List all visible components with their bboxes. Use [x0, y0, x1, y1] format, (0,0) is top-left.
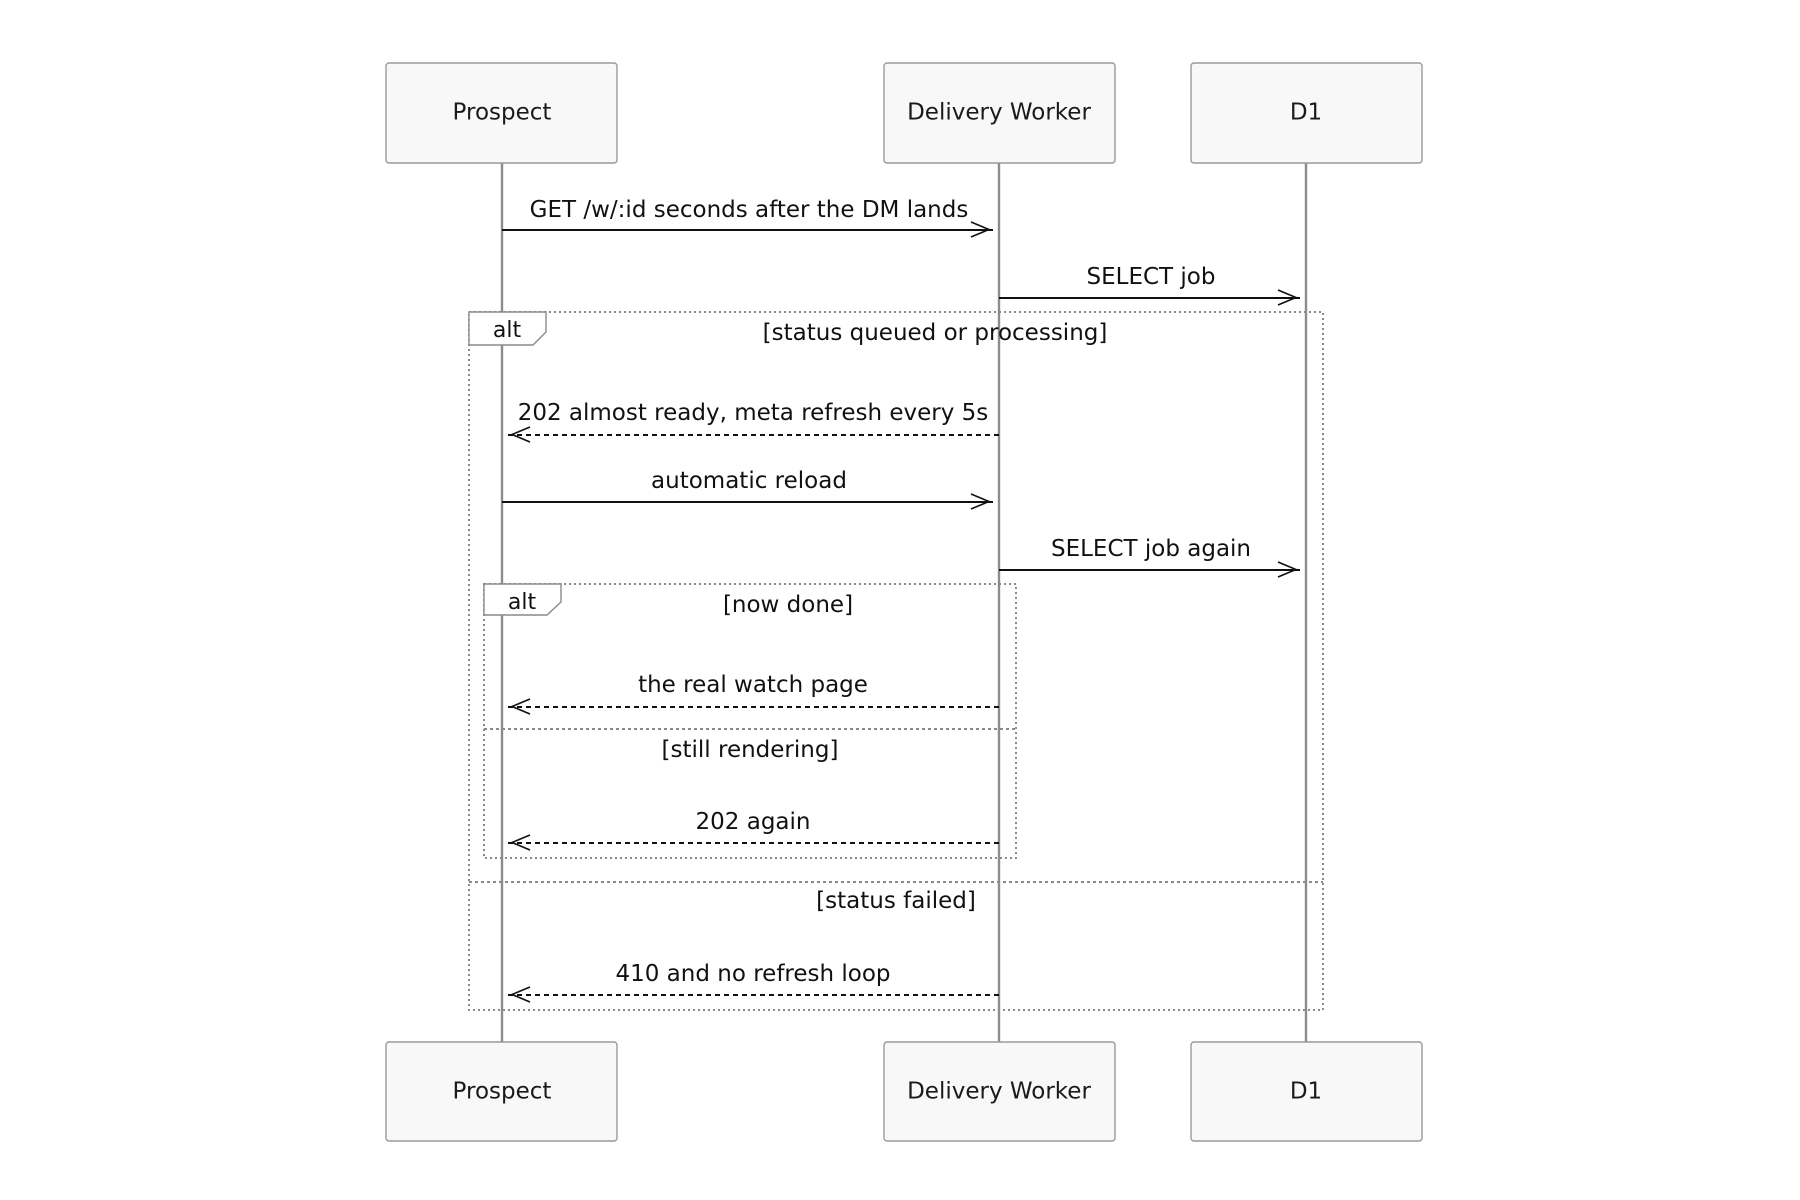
alt-frame-outer-label: alt	[493, 318, 522, 343]
message-automatic-reload: automatic reload	[502, 468, 993, 510]
message-410-no-refresh-label: 410 and no refresh loop	[615, 961, 890, 987]
message-get-watch: GET /w/:id seconds after the DM lands	[502, 197, 993, 238]
message-202-again-label: 202 again	[696, 809, 811, 835]
alt-frame-inner: alt [now done] [still rendering]	[483, 583, 1017, 859]
actor-prospect-bottom-label: Prospect	[453, 1079, 552, 1105]
actor-delivery-worker-top-label: Delivery Worker	[907, 100, 1091, 126]
actor-d1-top: D1	[1190, 62, 1423, 164]
message-select-job: SELECT job	[999, 264, 1300, 306]
message-get-watch-label: GET /w/:id seconds after the DM lands	[530, 197, 969, 223]
guard-now-done: [now done]	[723, 592, 853, 618]
guard-status-failed: [status failed]	[816, 888, 976, 914]
actor-delivery-worker-bottom-label: Delivery Worker	[907, 1079, 1091, 1105]
actor-prospect-top-label: Prospect	[453, 100, 552, 126]
actor-d1-bottom: D1	[1190, 1041, 1423, 1142]
actor-d1-bottom-label: D1	[1290, 1079, 1322, 1105]
alt-frame-inner-label: alt	[508, 590, 537, 615]
message-real-watch-page-label: the real watch page	[638, 672, 868, 698]
message-real-watch-page: the real watch page	[508, 672, 999, 715]
message-automatic-reload-label: automatic reload	[651, 468, 847, 494]
message-202-almost-ready: 202 almost ready, meta refresh every 5s	[508, 400, 999, 443]
message-202-almost-ready-label: 202 almost ready, meta refresh every 5s	[518, 400, 989, 426]
actor-delivery-worker-top: Delivery Worker	[883, 62, 1116, 164]
message-select-job-again: SELECT job again	[999, 536, 1300, 578]
guard-still-rendering: [still rendering]	[662, 737, 839, 763]
actor-prospect-top: Prospect	[385, 62, 618, 164]
guard-status-queued: [status queued or processing]	[763, 320, 1108, 346]
message-select-job-again-label: SELECT job again	[1051, 536, 1251, 562]
message-select-job-label: SELECT job	[1087, 264, 1216, 290]
alt-frame-outer: alt [status queued or processing] [statu…	[468, 311, 1324, 1011]
message-410-no-refresh: 410 and no refresh loop	[508, 961, 999, 1003]
actor-delivery-worker-bottom: Delivery Worker	[883, 1041, 1116, 1142]
actor-prospect-bottom: Prospect	[385, 1041, 618, 1142]
actor-d1-top-label: D1	[1290, 100, 1322, 126]
message-202-again: 202 again	[508, 809, 999, 851]
